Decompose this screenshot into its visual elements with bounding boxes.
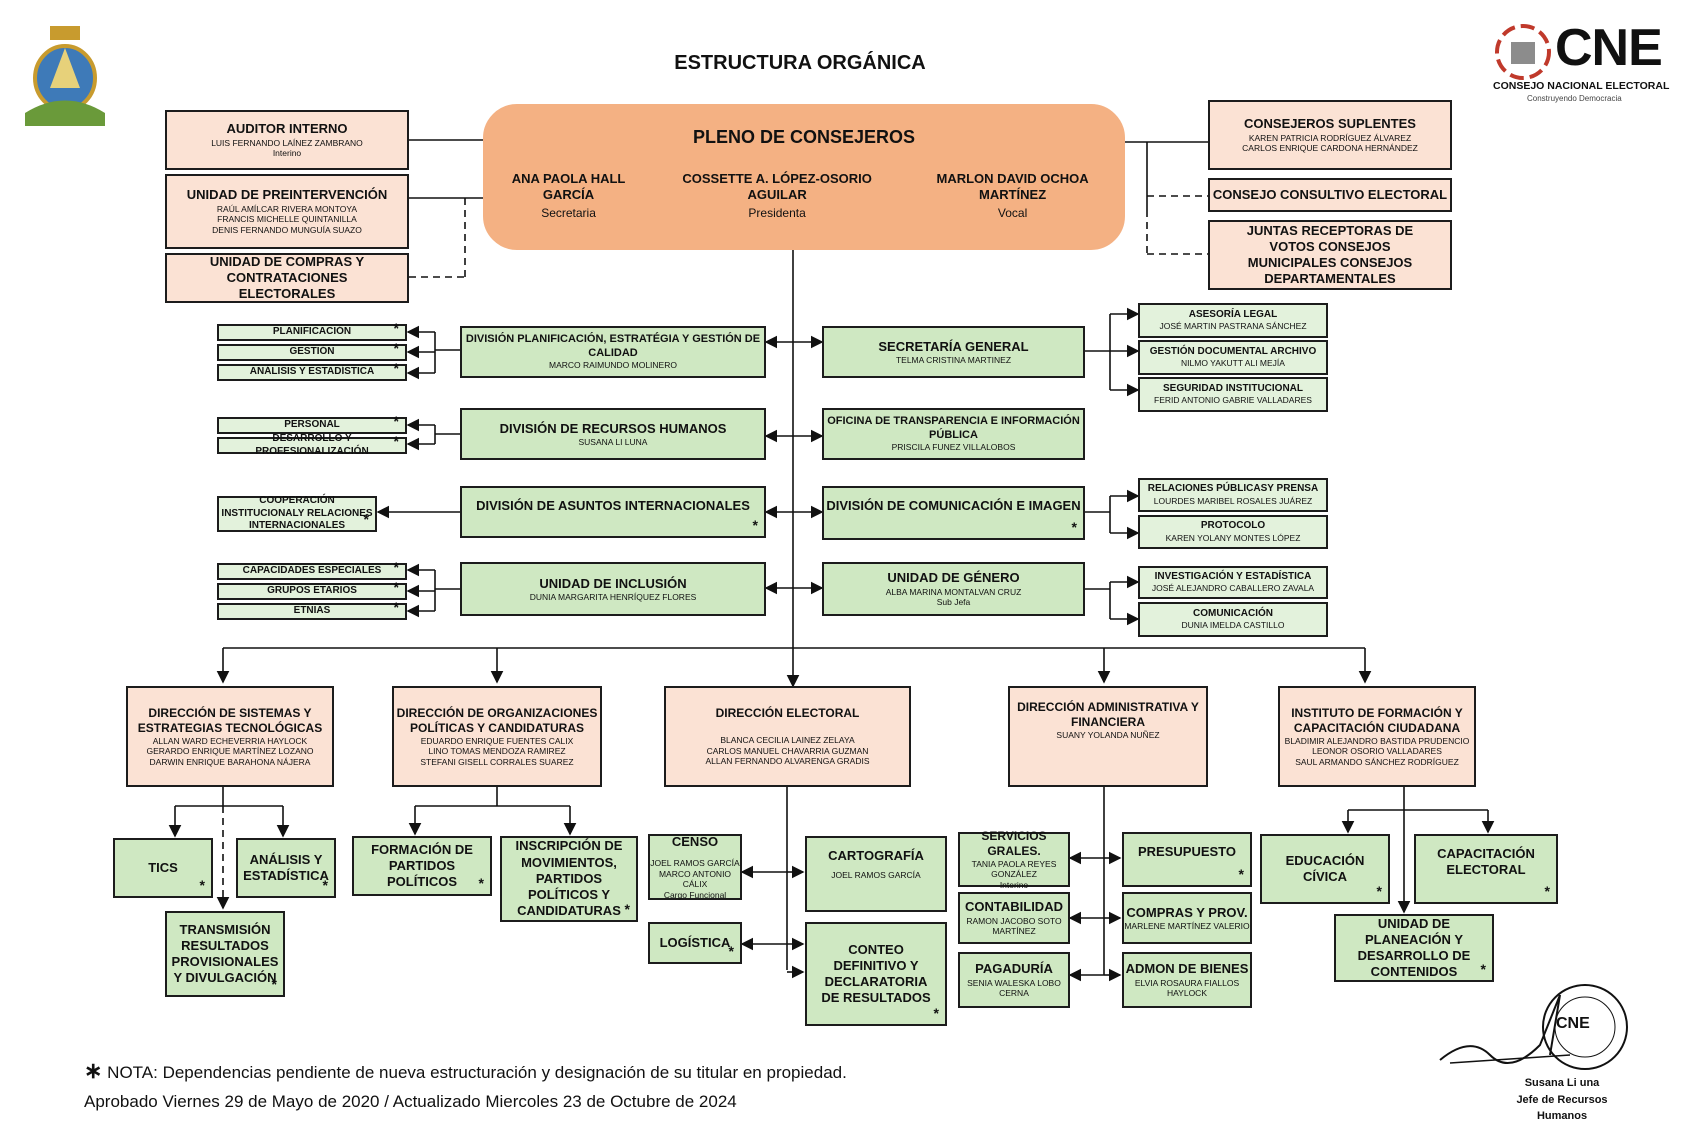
unidad-compras-box: UNIDAD DE COMPRAS Y CONTRATACIONES ELECT…: [165, 253, 409, 303]
capacitacion-electoral-box: CAPACITACIÓN ELECTORAL*: [1414, 834, 1558, 904]
analisis-estadistica-box: ANÁLISIS Y ESTADÍSTICA*: [236, 838, 336, 898]
sub-personal: PERSONAL*: [217, 413, 407, 434]
presupuesto-box: PRESUPUESTO*: [1122, 832, 1252, 887]
div-recursos-humanos-box: DIVISIÓN DE RECURSOS HUMANOS SUSANA LI L…: [460, 408, 766, 460]
censo-box: CENSO JOEL RAMOS GARCÍA MARCO ANTONIO CÁ…: [648, 834, 742, 900]
servicios-generales-box: SERVICIOS GRALES. TANIA PAOLA REYES GONZ…: [958, 829, 1070, 890]
cne-logo-subtitle: CONSEJO NACIONAL ELECTORAL: [1493, 80, 1670, 92]
juntas-receptoras-box: JUNTAS RECEPTORAS DE VOTOS CONSEJOS MUNI…: [1208, 220, 1452, 290]
secretaria-general-box: SECRETARÍA GENERAL TELMA CRISTINA MARTIN…: [822, 326, 1085, 378]
signature-seal-icon: [1439, 984, 1628, 1070]
sub-etnias: ETNIAS*: [217, 599, 407, 620]
sub-cooperacion-institucional: COOPERACIÓN INSTITUCIONALY RELACIONES IN…: [217, 495, 377, 532]
contabilidad-box: CONTABILIDAD RAMON JACOBO SOTO MARTÍNEZ: [958, 892, 1070, 944]
pleno-consejeros-box: PLENO DE CONSEJEROS ANA PAOLA HALL GARCÍ…: [483, 104, 1125, 250]
conteo-definitivo-box: CONTEO DEFINITIVO Y DECLARATORIA DE RESU…: [805, 922, 947, 1026]
formacion-partidos-box: FORMACIÓN DE PARTIDOS POLÍTICOS*: [352, 836, 492, 896]
inscripcion-movimientos-box: INSCRIPCIÓN DE MOVIMIENTOS, PARTIDOS POL…: [500, 836, 638, 922]
dir-electoral-box: DIRECCIÓN ELECTORAL BLANCA CECILIA LAINE…: [664, 686, 911, 787]
dir-instituto-box: INSTITUTO DE FORMACIÓN Y CAPACITACIÓN CI…: [1278, 686, 1476, 787]
dir-organizaciones-box: DIRECCIÓN DE ORGANIZACIONES POLÍTICAS Y …: [392, 686, 602, 787]
consejeros-suplentes-box: CONSEJEROS SUPLENTES KAREN PATRICIA RODR…: [1208, 100, 1452, 170]
div-asuntos-internacionales-box: DIVISIÓN DE ASUNTOS INTERNACIONALES*: [460, 486, 766, 538]
cne-logo-tagline: Construyendo Democracia: [1527, 94, 1622, 103]
firma-role: Jefe de Recursos Humanos: [1516, 1093, 1608, 1123]
oficina-transparencia-box: OFICINA DE TRANSPARENCIA E INFORMACIÓN P…: [822, 408, 1085, 460]
unidad-preintervencion-box: UNIDAD DE PREINTERVENCIÓN RAÚL AMÍLCAR R…: [165, 174, 409, 249]
cne-logo-text: CNE: [1555, 19, 1663, 77]
unidad-planeacion-box: UNIDAD DE PLANEACIÓN Y DESARROLLO DE CON…: [1334, 914, 1494, 982]
unidad-inclusion-box: UNIDAD DE INCLUSIÓN DUNIA MARGARITA HENR…: [460, 562, 766, 616]
sub-desarrollo-profesionalizacion: DESARROLLO Y PROFESIONALIZACIÓN*: [217, 433, 407, 457]
cartografia-box: CARTOGRAFÍA JOEL RAMOS GARCÍA: [805, 836, 947, 912]
pagaduria-box: PAGADURÍA SENIA WALESKA LOBO CERNA: [958, 952, 1070, 1008]
firma-name: Susana Li una: [1524, 1077, 1600, 1089]
admon-bienes-box: ADMON DE BIENES ELVIA ROSAURA FIALLOS HA…: [1122, 952, 1252, 1008]
sub-gestion: GESTIÓN*: [217, 340, 407, 361]
asterisk-icon: ∗: [84, 1058, 103, 1083]
firma-block: Susana Li una Jefe de Recursos Humanos: [1492, 1075, 1632, 1125]
fecha-aprobado: Aprobado Viernes 29 de Mayo de 2020 / Ac…: [84, 1092, 737, 1111]
sub-grupos-etarios: GRUPOS ETARIOS*: [217, 579, 407, 600]
pleno-title: PLENO DE CONSEJEROS: [692, 127, 916, 147]
cne-logo: CNE CONSEJO NACIONAL ELECTORAL Construye…: [1493, 18, 1673, 108]
tics-box: TICS*: [113, 838, 213, 898]
transmision-resultados-box: TRANSMISIÓN RESULTADOS PROVISIONALES Y D…: [165, 911, 285, 997]
nota-footer: ∗ NOTA: Dependencias pendiente de nueva …: [84, 1058, 847, 1083]
page-title: ESTRUCTURA ORGÁNICA: [674, 52, 926, 74]
sub-planificacion: PLANIFICACIÓN*: [217, 320, 407, 341]
div-comunicacion-box: DIVISIÓN DE COMUNICACIÓN E IMAGEN*: [822, 486, 1085, 540]
dir-sistemas-box: DIRECCIÓN DE SISTEMAS Y ESTRATEGIAS TECN…: [126, 686, 334, 787]
sub-capacidades-especiales: CAPACIDADES ESPECIALES*: [217, 559, 407, 580]
compras-proveeduria-box: COMPRAS Y PROV. MARLENE MARTÍNEZ VALERIO: [1122, 892, 1252, 944]
auditor-interno-box: AUDITOR INTERNO LUIS FERNANDO LAÍNEZ ZAM…: [165, 110, 409, 170]
sub-analisis-estadistica: ANÁLISIS Y ESTADÍSTICA*: [217, 360, 407, 381]
consejo-consultivo-box: CONSEJO CONSULTIVO ELECTORAL: [1208, 178, 1452, 212]
unidad-genero-box: UNIDAD DE GÉNERO ALBA MARINA MONTALVAN C…: [822, 562, 1085, 616]
seal-center: CNE: [1556, 1015, 1590, 1032]
ballot-box-icon: [1495, 24, 1551, 80]
div-planificacion-box: DIVISIÓN PLANIFICACIÓN, ESTRATÉGIA Y GES…: [460, 326, 766, 378]
educacion-civica-box: EDUCACIÓN CÍVICA*: [1260, 834, 1390, 904]
logistica-box: LOGÍSTICA*: [648, 922, 742, 964]
coat-of-arms-icon: [25, 26, 105, 126]
dir-administrativa-box: DIRECCIÓN ADMINISTRATIVA Y FINANCIERA SU…: [1008, 686, 1208, 787]
